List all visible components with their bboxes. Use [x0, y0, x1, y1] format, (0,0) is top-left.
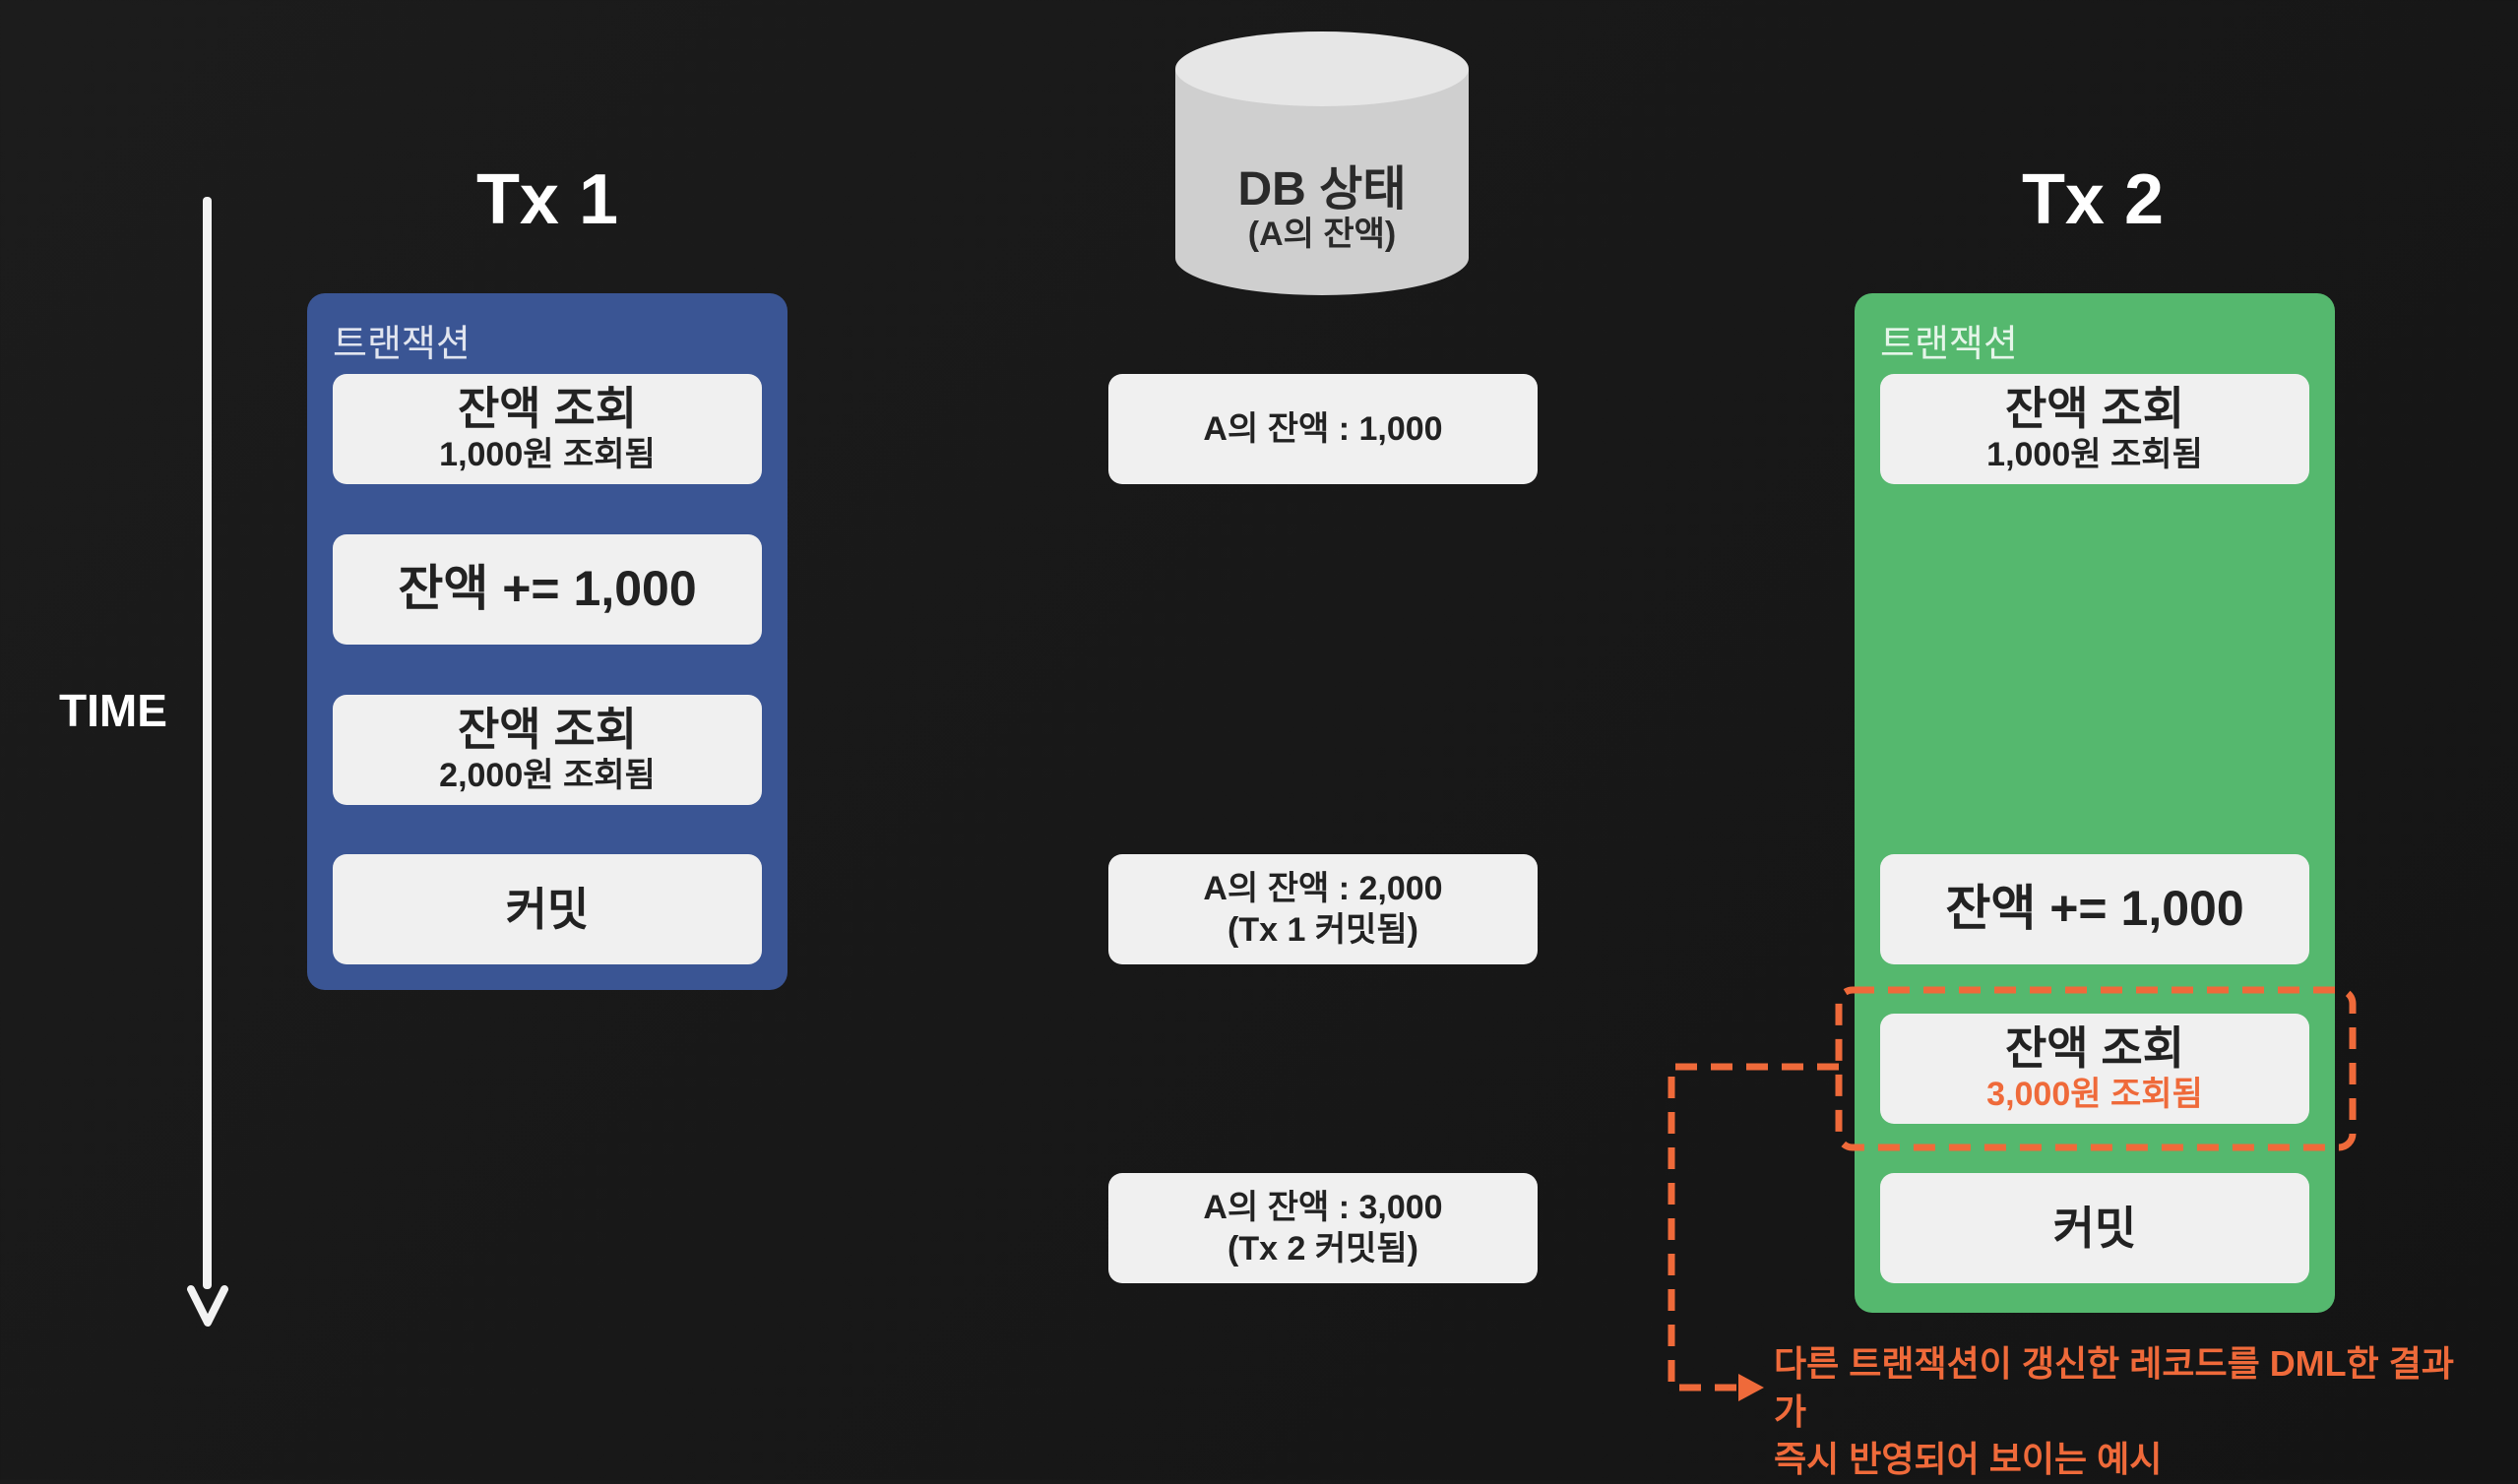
- tx2-panel-label: 트랜잭션: [1880, 324, 2018, 365]
- db-title: DB 상태: [1237, 163, 1407, 216]
- tx2-card-commit: 커밋: [1880, 1173, 2309, 1283]
- card-title: 잔액 조회: [2004, 1022, 2185, 1075]
- annotation-line-2: 즉시 반영되어 보이는 예시: [1774, 1439, 2163, 1480]
- card-title: 잔액 += 1,000: [398, 561, 697, 617]
- time-arrow-icon: [187, 1285, 228, 1327]
- card-result: 1,000원 조회됨: [439, 436, 656, 474]
- tx2-card-read-1: 잔액 조회 1,000원 조회됨: [1880, 374, 2309, 484]
- tx2-card-update: 잔액 += 1,000: [1880, 854, 2309, 964]
- card-title: 커밋: [2052, 1202, 2137, 1254]
- card-title: 잔액 조회: [457, 704, 638, 756]
- db-state-3: A의 잔액 : 3,000 (Tx 2 커밋됨): [1108, 1173, 1538, 1283]
- card-result: 2,000원 조회됨: [439, 757, 656, 795]
- db-state-note: (Tx 1 커밋됨): [1228, 911, 1418, 949]
- tx1-card-read-2: 잔액 조회 2,000원 조회됨: [333, 695, 762, 805]
- time-axis-line: [203, 197, 212, 1289]
- db-state-value: A의 잔액 : 3,000: [1203, 1188, 1443, 1226]
- tx2-title: Tx 2: [2021, 160, 2165, 239]
- tx1-card-update: 잔액 += 1,000: [333, 534, 762, 645]
- annotation-note: 다른 트랜잭션이 갱신한 레코드를 DML한 결과가 즉시 반영되어 보이는 예…: [1774, 1340, 2463, 1484]
- tx1-panel-label: 트랜잭션: [333, 324, 471, 365]
- card-title: 잔액 조회: [2004, 383, 2185, 435]
- card-title: 커밋: [505, 883, 590, 935]
- tx2-card-read-2: 잔액 조회 3,000원 조회됨: [1880, 1014, 2309, 1124]
- tx1-title: Tx 1: [475, 160, 619, 239]
- db-state-1: A의 잔액 : 1,000: [1108, 374, 1538, 484]
- time-label: TIME: [59, 685, 167, 736]
- db-state-value: A의 잔액 : 2,000: [1203, 869, 1443, 907]
- db-state-note: (Tx 2 커밋됨): [1228, 1230, 1418, 1268]
- connector-arrow-icon: [1738, 1374, 1764, 1401]
- tx1-card-read-1: 잔액 조회 1,000원 조회됨: [333, 374, 762, 484]
- db-state-2: A의 잔액 : 2,000 (Tx 1 커밋됨): [1108, 854, 1538, 964]
- db-state-value: A의 잔액 : 1,000: [1203, 409, 1443, 448]
- database-icon: [1175, 31, 1469, 295]
- db-subtitle: (A의 잔액): [1247, 216, 1397, 253]
- card-result: 1,000원 조회됨: [1986, 436, 2203, 474]
- card-title: 잔액 += 1,000: [1945, 881, 2244, 937]
- tx1-card-commit: 커밋: [333, 854, 762, 964]
- card-result-highlight: 3,000원 조회됨: [1986, 1076, 2203, 1114]
- card-title: 잔액 조회: [457, 383, 638, 435]
- annotation-line-1: 다른 트랜잭션이 갱신한 레코드를 DML한 결과가: [1774, 1343, 2455, 1432]
